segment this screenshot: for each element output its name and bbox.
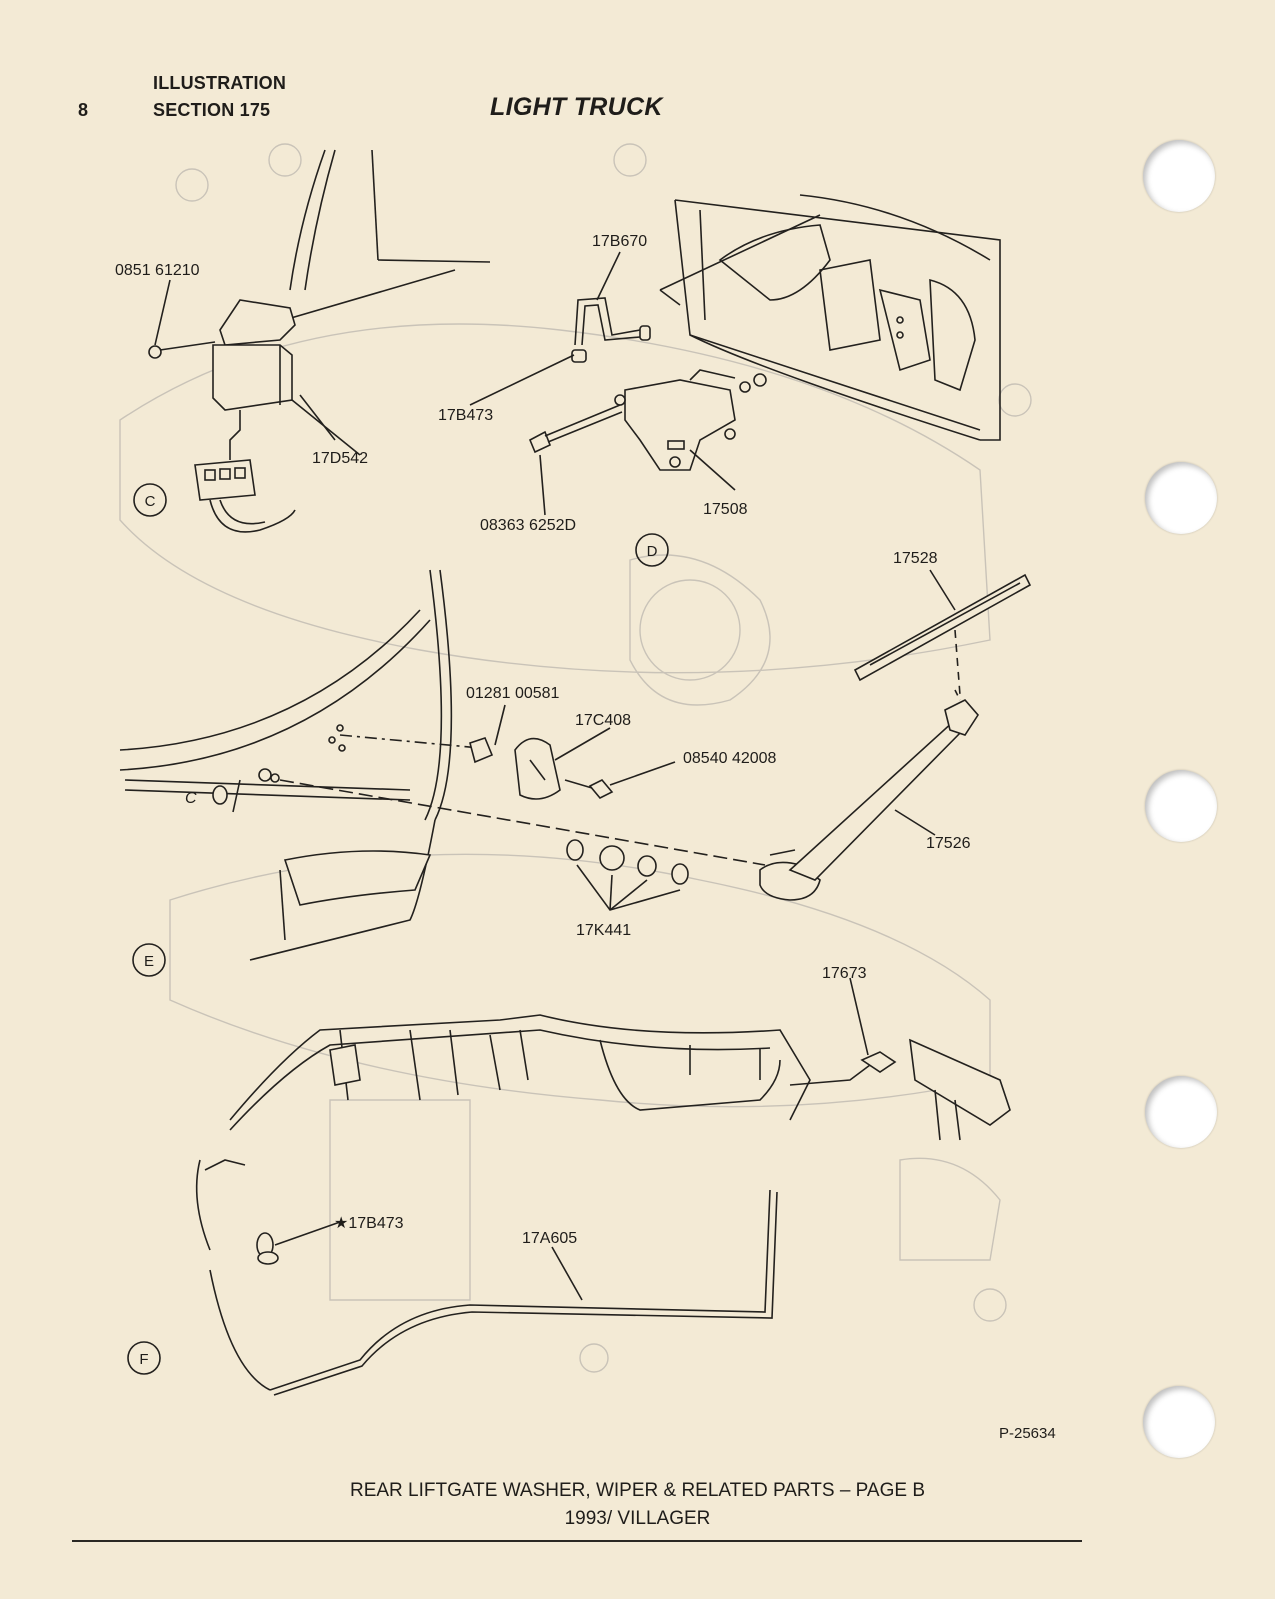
- callout-17508: 17508: [703, 501, 748, 518]
- binder-hole-2: [1145, 462, 1217, 534]
- figure-number: P-25634: [999, 1425, 1056, 1442]
- view-e-wiper: [119, 569, 1032, 961]
- callout-17528: 17528: [893, 550, 938, 567]
- binder-hole-4: [1145, 1076, 1217, 1148]
- view-marker-e: E: [144, 953, 154, 970]
- view-marker-f: F: [139, 1351, 148, 1368]
- callout-08363-6252d: 08363 6252D: [480, 517, 576, 534]
- view-d-liftgate-motor: [528, 194, 1001, 471]
- footer-rule: [72, 1540, 1082, 1542]
- view-marker-d: D: [647, 543, 658, 560]
- callout-17673: 17673: [822, 965, 867, 982]
- figure-caption: REAR LIFTGATE WASHER, WIPER & RELATED PA…: [349, 1480, 926, 1501]
- illustration-heading: ILLUSTRATION: [153, 73, 287, 93]
- callout-17d542: 17D542: [312, 450, 368, 467]
- callout-17526: 17526: [926, 835, 971, 852]
- callout-c: C: [185, 790, 197, 807]
- view-marker-f-circle: [127, 1341, 161, 1375]
- section-heading: SECTION 175: [153, 100, 271, 120]
- binder-hole-3: [1145, 770, 1217, 842]
- view-marker-c-circle: [133, 483, 167, 517]
- callout-01281-00581: 01281 00581: [466, 685, 560, 702]
- view-marker-d-circle: [635, 533, 669, 567]
- figure-subcaption: 1993/ VILLAGER: [564, 1508, 711, 1529]
- page-title: LIGHT TRUCK: [490, 93, 663, 121]
- view-marker-c: C: [145, 493, 156, 510]
- callout-17a605: 17A605: [522, 1230, 577, 1247]
- callout-08540-42008: 08540 42008: [683, 750, 777, 767]
- callout-17b473: 17B473: [438, 407, 493, 424]
- page-number: 8: [78, 100, 89, 120]
- view-marker-e-circle: [132, 943, 166, 977]
- callout-17k441: 17K441: [576, 922, 631, 939]
- callout-17b670: 17B670: [592, 233, 647, 250]
- callout-0851-61210: 0851 61210: [115, 262, 200, 279]
- binder-hole-5: [1143, 1386, 1215, 1458]
- callout-17b473-star: ★17B473: [334, 1215, 404, 1232]
- callout-labels: 0851 61210 17D542 17B670 17B473 08363 62…: [115, 233, 971, 1247]
- callout-17c408: 17C408: [575, 712, 631, 729]
- view-markers: C D E F: [127, 483, 669, 1375]
- view-c-module: [148, 149, 491, 533]
- callout-leaders: [154, 251, 956, 1301]
- view-f-washer-hose: [195, 1014, 1011, 1396]
- binder-hole-1: [1143, 140, 1215, 212]
